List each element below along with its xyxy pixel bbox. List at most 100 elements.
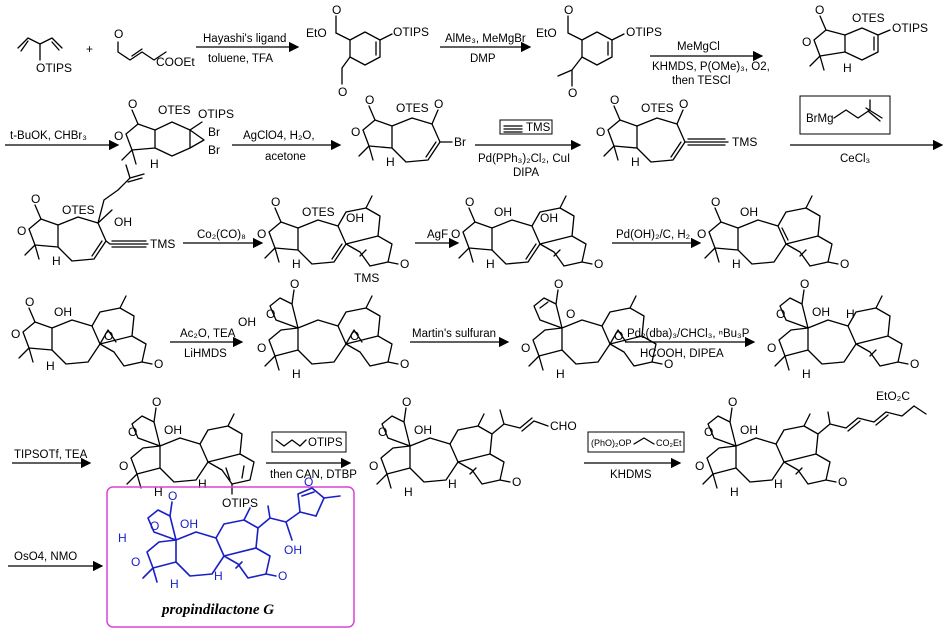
h-label: H — [486, 257, 495, 271]
reagent-r3-bot: then TESCl — [672, 75, 731, 87]
h-label-1: H — [730, 485, 739, 499]
reagent-r9-top: AgF — [427, 229, 448, 241]
arrow-step-13: Pd₂(dba)₃/CHCl₃, ⁿBu₃P HCOOH, DIPEA — [625, 328, 756, 360]
ketone-o: O — [910, 357, 919, 371]
ketone-o: O — [278, 569, 287, 583]
reagent-r3-mid: KHMDS, P(OMe)₃, O2, — [652, 61, 770, 73]
oh-label: OH — [812, 305, 830, 319]
h-label: H — [843, 61, 852, 75]
eto-label: EtO — [536, 26, 557, 40]
tertiary-alcohol-intermediate: OH TMS OTES O O H — [17, 164, 175, 268]
oh-label-1: OH — [180, 517, 198, 531]
enal-sidechain-intermediate: O CHO OH O O O H H — [369, 395, 577, 499]
oh-label: OH — [238, 315, 256, 329]
alkynyl-enone-intermediate: O TMS OTES O O H — [596, 93, 757, 169]
otes-label: OTES — [641, 101, 674, 115]
propindilactone-g-structure: O OH O OH O O H O H H — [118, 475, 341, 591]
ketone-o: O — [838, 475, 847, 489]
oh-label: OH — [346, 211, 364, 225]
reagent-r1-bot: toluene, TFA — [208, 53, 273, 65]
otes-label: OTES — [302, 205, 335, 219]
silyl-dienol-ether-intermediate: OTIPS H OH O O O H — [119, 395, 258, 510]
reagent-r4-top: t-BuOK, CHBr₃ — [10, 130, 87, 142]
carbonyl-o: O — [271, 195, 280, 209]
butenolide-intermediate: O O O O O H — [521, 277, 673, 381]
lactone-tes-intermediate: OTIPS OTES O O H — [802, 3, 928, 75]
lactone-o: O — [776, 307, 785, 321]
ring-o: O — [596, 125, 605, 139]
h-label-1: H — [118, 531, 127, 545]
arrow-step-17: OsO4, NMO — [8, 551, 104, 572]
arrow-step-12: Martin's sulfuran — [410, 328, 510, 348]
br-label-1: Br — [208, 125, 220, 139]
lactone-carbonyl-o: O — [728, 395, 737, 409]
br-label-2: Br — [208, 143, 220, 157]
ring-o: O — [695, 459, 704, 473]
h-label-2: H — [774, 477, 783, 491]
oh-label: OH — [114, 215, 132, 229]
reagent-r5-bot: acetone — [265, 151, 306, 163]
reagent-r11-bot: LiHMDS — [184, 348, 227, 360]
epoxide-o: O — [614, 329, 623, 343]
h-label-1: H — [154, 485, 163, 499]
reagent-r7-box: BrMg — [806, 113, 833, 125]
ketone-o: O — [568, 86, 577, 100]
lactone-o: O — [266, 307, 275, 321]
reagent-r6-bot: DIPA — [513, 167, 539, 179]
reagent-r16-box-left: (PhO)₂OP — [591, 438, 632, 448]
lactone-carbonyl-o: O — [168, 489, 177, 503]
reagent-r6-mid: Pd(PPh₃)₂Cl₂, CuI — [478, 153, 570, 165]
carbonyl-o: O — [815, 3, 824, 17]
h-label-3: H — [214, 569, 223, 583]
arrow-step-4: t-BuOK, CHBr₃ — [5, 130, 120, 151]
reductive-opening-intermediate: O H OH O O O H — [767, 277, 919, 381]
reagent-r17-top: OsO4, NMO — [14, 551, 77, 563]
br-label: Br — [454, 135, 466, 149]
ring-o: O — [697, 227, 706, 241]
epoxide-o: O — [104, 329, 113, 343]
ring-o: O — [131, 555, 140, 569]
carbonyl-o: O — [25, 295, 34, 309]
carbonyl-o: O — [610, 93, 619, 107]
lactone-o: O — [128, 425, 137, 439]
ring-o: O — [114, 129, 123, 143]
lactone-o: O — [704, 425, 713, 439]
tms-label: TMS — [354, 271, 379, 285]
cho-label: CHO — [550, 419, 577, 433]
h-label-2: H — [198, 477, 207, 491]
dibromocyclopropane-intermediate: OTIPS Br Br OTES O O H — [114, 97, 234, 171]
otips-label: OTIPS — [393, 25, 429, 39]
lactone-o: O — [378, 425, 387, 439]
arrow-step-3: MeMgCl KHMDS, P(OMe)₃, O2, then TESCl — [650, 41, 770, 87]
arrow-step-2: AlMe₃, MeMgBr DMP — [440, 33, 532, 65]
reagent-r2-bot: DMP — [470, 53, 496, 65]
otips-label: OTIPS — [892, 21, 928, 35]
otes-label: OTES — [158, 103, 191, 117]
reagent-r7-bot: CeCl₃ — [840, 153, 871, 165]
oh-label: OH — [164, 423, 182, 437]
reagent-r8-top: Co₂(CO)₈ — [197, 229, 246, 241]
arrow-step-14: TIPSOTf, TEA — [12, 449, 92, 469]
aldehyde-ester-intermediate: OTIPS O EtO O — [306, 3, 429, 99]
ring-o: O — [369, 459, 378, 473]
plus-sign: + — [86, 42, 93, 56]
oh-label-2: OH — [284, 543, 302, 557]
ring-o: O — [257, 227, 266, 241]
spirolactone-hemiketal-intermediate: O O O O OH O H — [238, 277, 409, 381]
h-label-1: H — [846, 307, 855, 321]
lactone-carbonyl-o: O — [152, 395, 161, 409]
ketone-o-2: O — [304, 475, 313, 489]
carbonyl-o: O — [465, 195, 474, 209]
ring-o: O — [451, 227, 460, 241]
otips-label: OTIPS — [626, 25, 662, 39]
reagent-r11-top: Ac₂O, TEA — [180, 328, 236, 340]
reagent-r16-bot: KHDMS — [610, 469, 652, 481]
diol-cyclopentenone-intermediate: O OH OH O O H — [451, 195, 603, 271]
lactone-o: O — [150, 519, 159, 533]
ring-o: O — [257, 341, 266, 355]
otips-label: OTIPS — [198, 107, 234, 121]
arrow-step-15: OTIPS then CAN, DTBP — [266, 431, 357, 481]
ketone-o: O — [840, 257, 849, 271]
arrow-step-9: AgF — [415, 229, 460, 249]
